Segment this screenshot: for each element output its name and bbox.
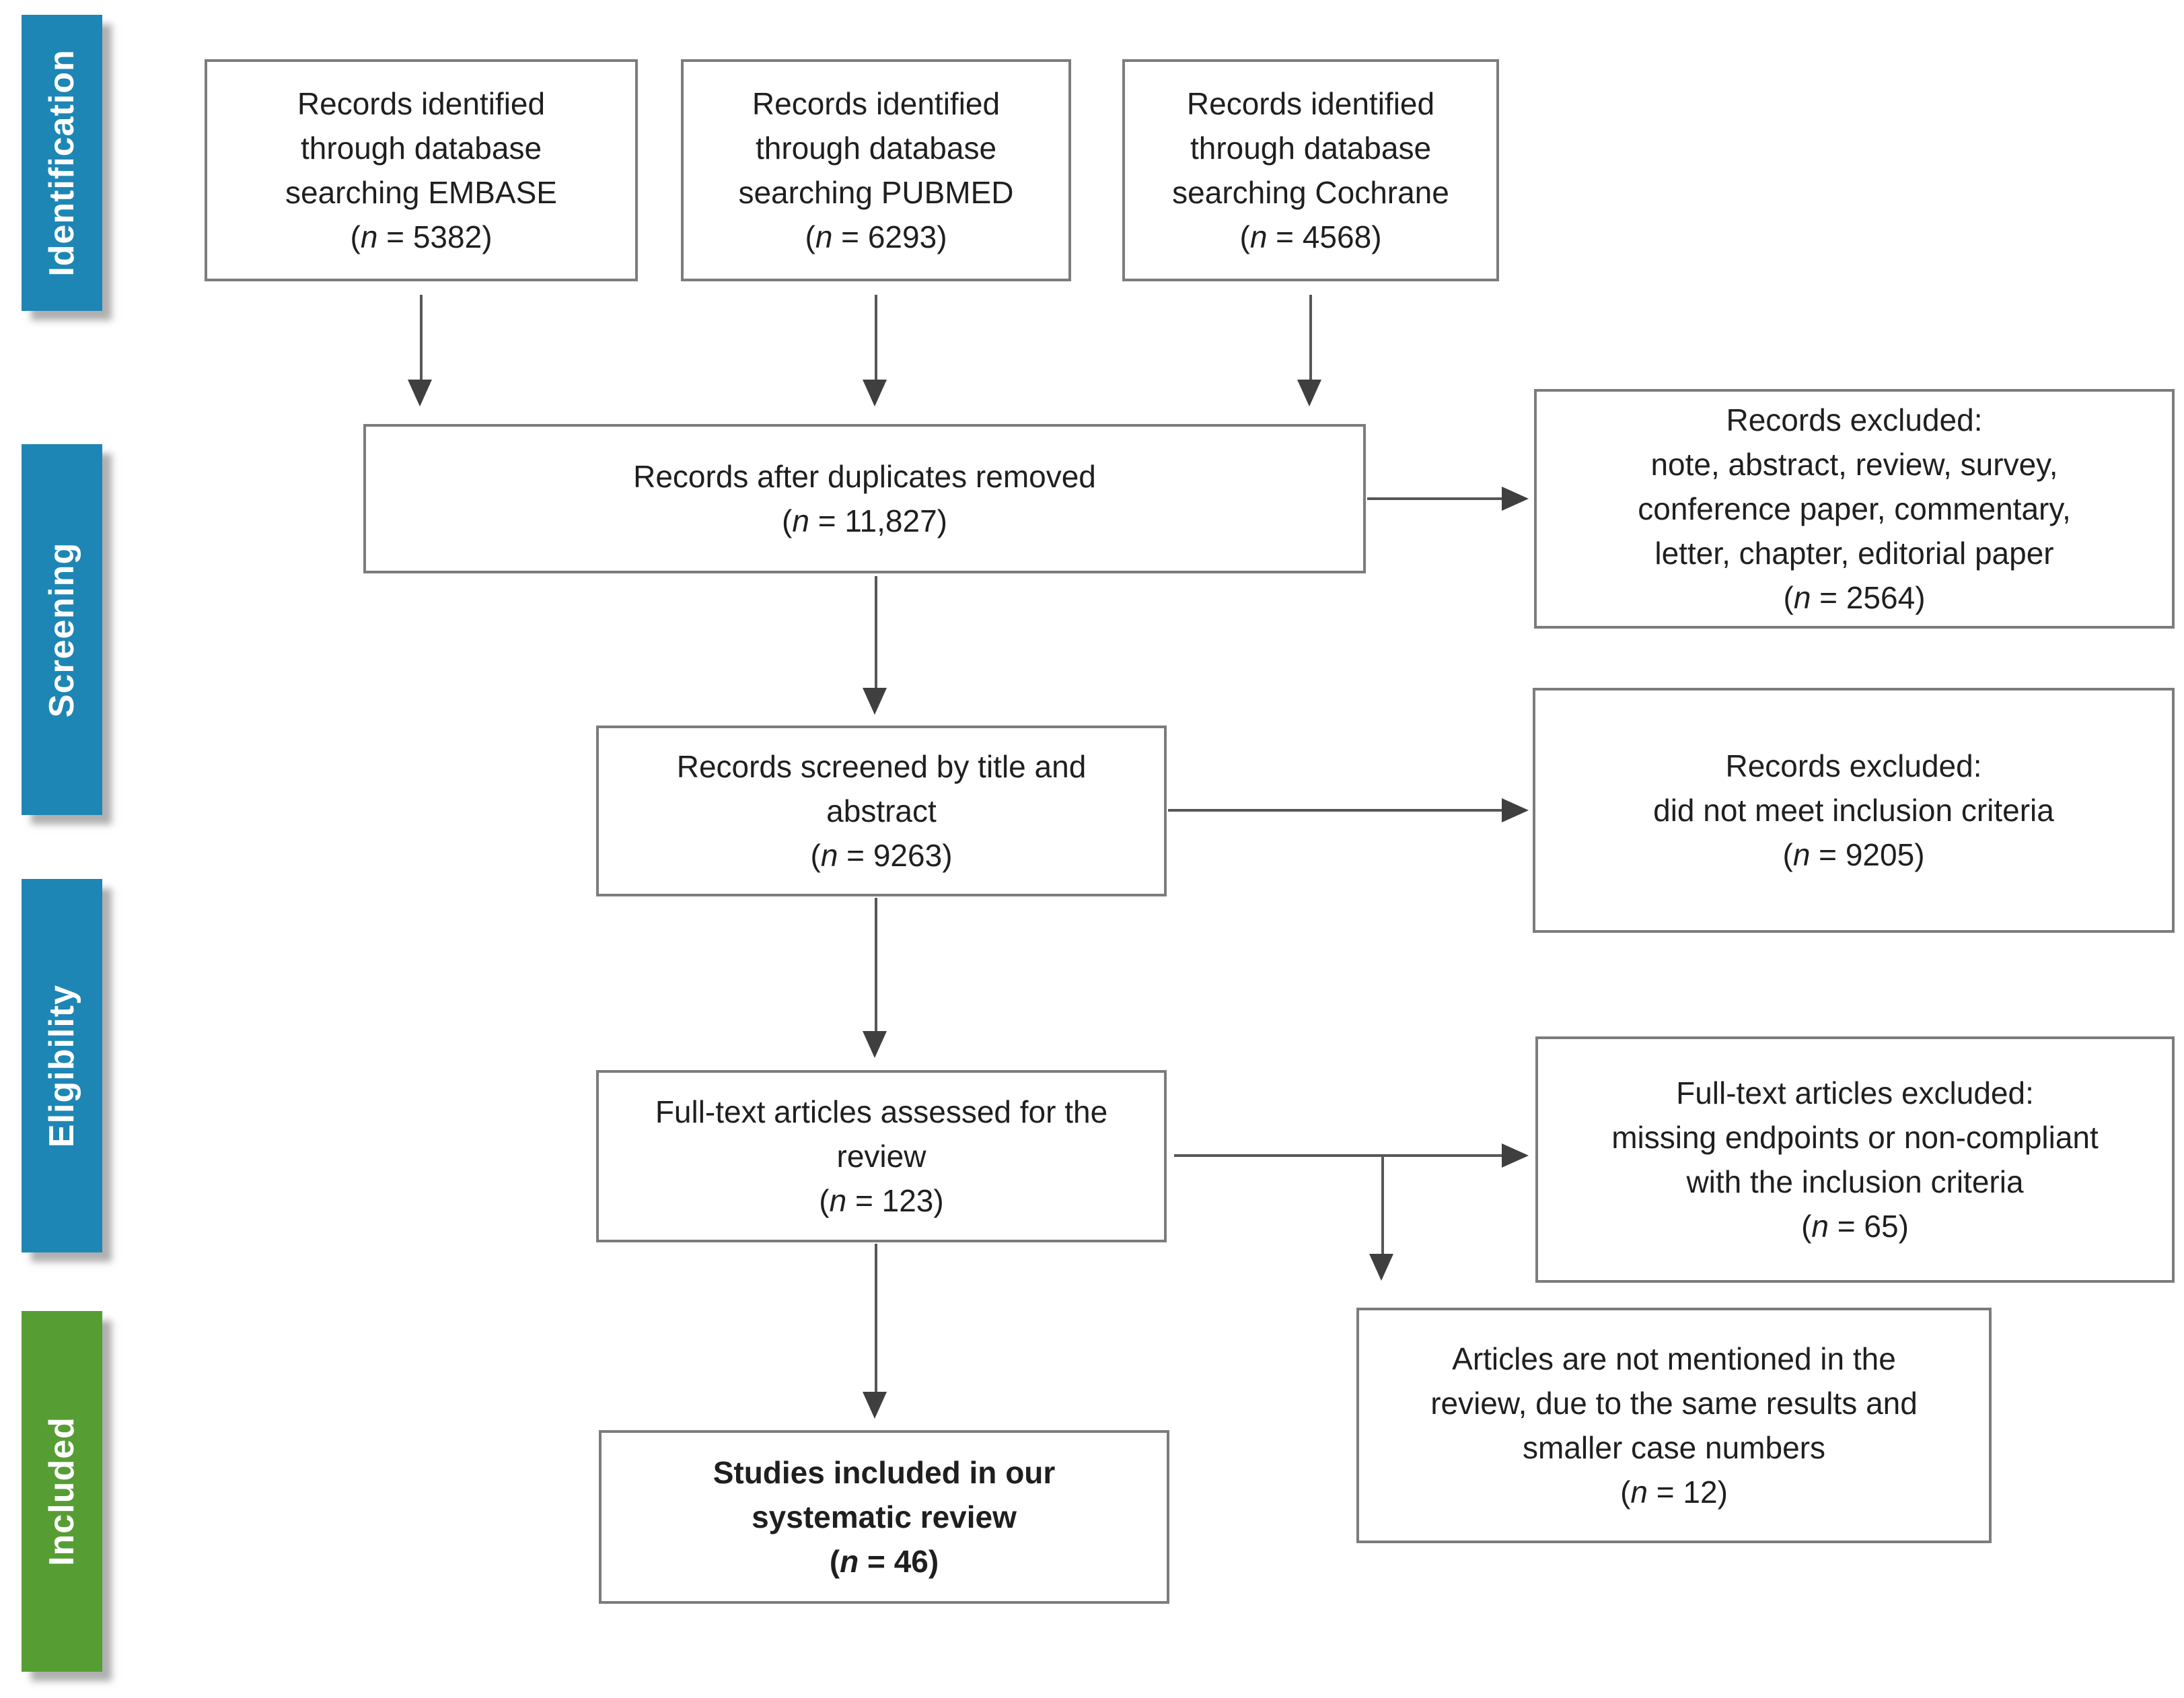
- arrowhead-down-cochrane: [1297, 380, 1321, 406]
- box-count: (n = 4568): [1239, 219, 1382, 254]
- stage-screening: Screening: [22, 444, 102, 815]
- box-text-line: missing endpoints or non-compliant: [1611, 1120, 2099, 1155]
- arrowhead-down-not-mentioned: [1369, 1254, 1393, 1281]
- box-text-line: conference paper, commentary,: [1638, 491, 2071, 526]
- box-records-identified-cochrane: Records identified through database sear…: [1122, 59, 1499, 281]
- box-text-line: Studies included in our: [713, 1455, 1056, 1490]
- box-text-line: did not meet inclusion criteria: [1653, 793, 2054, 828]
- box-records-excluded-types: Records excluded: note, abstract, review…: [1534, 389, 2175, 629]
- box-records-identified-embase: Records identified through database sear…: [205, 59, 638, 281]
- stage-eligibility: Eligibility: [22, 879, 102, 1252]
- box-count: (n = 11,827): [782, 503, 947, 538]
- box-text-line: through database: [300, 131, 542, 166]
- arrow-down-screened-to-fulltext: [875, 898, 877, 1032]
- arrow-right-duplicates-excluded: [1367, 497, 1502, 500]
- stage-label-included: Included: [42, 1417, 82, 1566]
- box-text-line: Full-text articles excluded:: [1676, 1075, 2034, 1110]
- box-text-line: Articles are not mentioned in the: [1452, 1341, 1896, 1376]
- box-text-line: smaller case numbers: [1523, 1430, 1825, 1465]
- arrow-down-fulltext-to-included: [875, 1244, 877, 1393]
- box-count: (n = 9205): [1782, 837, 1925, 872]
- box-count: (n = 12): [1620, 1475, 1728, 1510]
- box-text-line: review, due to the same results and: [1430, 1386, 1918, 1421]
- arrowhead-down-pubmed: [863, 380, 887, 406]
- box-text-line: Records identified: [752, 86, 1000, 121]
- box-text-line: systematic review: [752, 1499, 1017, 1534]
- arrowhead-down-included: [863, 1392, 887, 1419]
- box-records-after-duplicates-removed: Records after duplicates removed (n = 11…: [363, 424, 1366, 573]
- arrowhead-right-screened-excluded: [1502, 798, 1529, 822]
- box-text-line: with the inclusion criteria: [1686, 1164, 2024, 1199]
- box-text-line: Records excluded:: [1726, 402, 1983, 437]
- box-text-line: note, abstract, review, survey,: [1650, 447, 2058, 482]
- arrow-right-screened-excluded: [1168, 809, 1502, 812]
- box-studies-included: Studies included in our systematic revie…: [599, 1430, 1169, 1604]
- box-text-line: Records excluded:: [1725, 748, 1982, 783]
- box-text-line: through database: [755, 131, 997, 166]
- arrow-right-fulltext-excluded: [1174, 1154, 1502, 1157]
- stage-label-eligibility: Eligibility: [42, 984, 82, 1147]
- stage-identification: Identification: [22, 15, 102, 311]
- stage-label-identification: Identification: [42, 49, 81, 277]
- arrow-down-duplicates-to-screened: [875, 576, 877, 689]
- arrowhead-down-embase: [408, 380, 432, 406]
- box-count: (n = 9263): [810, 838, 953, 873]
- box-text-line: searching PUBMED: [738, 175, 1014, 210]
- box-count: (n = 5382): [350, 219, 493, 254]
- box-text-line: through database: [1190, 131, 1432, 166]
- stage-label-screening: Screening: [42, 542, 82, 717]
- box-text-line: Records screened by title and: [676, 749, 1087, 784]
- arrow-down-cochrane: [1309, 295, 1312, 381]
- box-text-line: Full-text articles assessed for the: [655, 1094, 1108, 1129]
- box-fulltext-assessed: Full-text articles assessed for the revi…: [596, 1070, 1167, 1242]
- box-text-line: letter, chapter, editorial paper: [1654, 536, 2054, 571]
- arrowhead-right-duplicates-excluded: [1502, 487, 1529, 511]
- box-records-identified-pubmed: Records identified through database sear…: [681, 59, 1071, 281]
- box-fulltext-excluded: Full-text articles excluded: missing end…: [1535, 1036, 2175, 1283]
- stage-included: Included: [22, 1311, 102, 1672]
- box-count: (n = 6293): [805, 219, 947, 254]
- box-count: (n = 46): [829, 1544, 939, 1579]
- arrowhead-right-fulltext-excluded: [1502, 1143, 1529, 1168]
- box-articles-not-mentioned: Articles are not mentioned in the review…: [1356, 1308, 1992, 1543]
- arrowhead-down-fulltext: [863, 1031, 887, 1058]
- box-text-line: review: [836, 1139, 926, 1174]
- arrow-down-branch-not-mentioned: [1381, 1156, 1384, 1255]
- box-records-excluded-inclusion-criteria: Records excluded: did not meet inclusion…: [1533, 688, 2175, 933]
- box-text-line: Records identified: [297, 86, 546, 121]
- arrowhead-down-screened: [863, 688, 887, 715]
- box-text-line: Records after duplicates removed: [633, 459, 1096, 494]
- arrow-down-pubmed: [875, 295, 877, 381]
- box-count: (n = 2564): [1783, 580, 1926, 615]
- box-text-line: Records identified: [1186, 86, 1435, 121]
- box-count: (n = 65): [1801, 1209, 1909, 1244]
- box-count: (n = 123): [819, 1183, 944, 1218]
- box-text-line: abstract: [826, 793, 937, 828]
- box-text-line: searching Cochrane: [1172, 175, 1449, 210]
- arrow-down-embase: [420, 295, 423, 381]
- box-text-line: searching EMBASE: [285, 175, 557, 210]
- box-records-screened: Records screened by title and abstract (…: [596, 726, 1167, 896]
